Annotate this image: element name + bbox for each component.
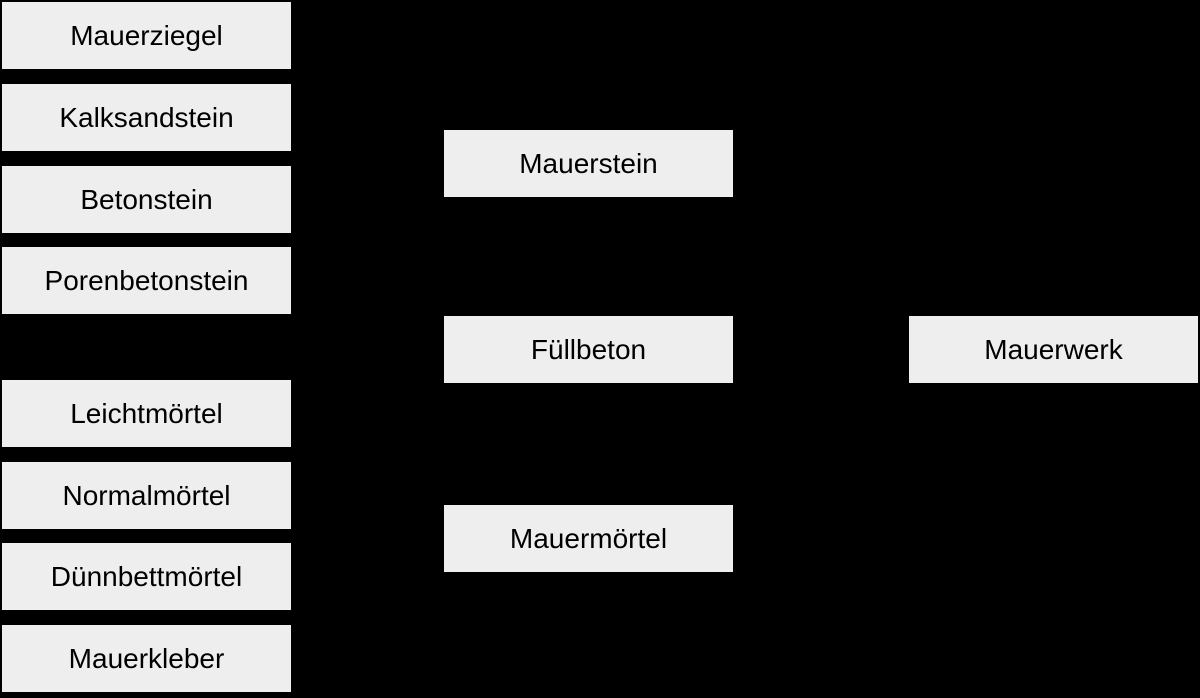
node-label: Leichtmörtel	[70, 397, 223, 429]
node-label: Normalmörtel	[62, 479, 231, 511]
node-label: Dünnbettmörtel	[50, 560, 243, 592]
node-kalksandstein: Kalksandstein	[2, 84, 291, 151]
node-mauerwerk: Mauerwerk	[909, 316, 1198, 383]
node-label: Mauerwerk	[984, 333, 1123, 365]
node-fuellbeton: Füllbeton	[444, 316, 733, 383]
node-duennbettmoertel: Dünnbettmörtel	[2, 543, 291, 610]
node-label: Porenbetonstein	[44, 264, 249, 296]
node-label: Mauerziegel	[70, 19, 223, 51]
node-label: Betonstein	[80, 183, 213, 215]
node-label: Mauermörtel	[509, 522, 668, 554]
node-normalmoertel: Normalmörtel	[2, 462, 291, 529]
node-betonstein: Betonstein	[2, 166, 291, 233]
node-label: Füllbeton	[530, 333, 647, 365]
node-label: Mauerkleber	[68, 642, 225, 674]
node-mauerstein: Mauerstein	[444, 130, 733, 197]
node-leichtmoertel: Leichtmörtel	[2, 380, 291, 447]
node-mauermoertel: Mauermörtel	[444, 505, 733, 572]
node-mauerkleber: Mauerkleber	[2, 625, 291, 692]
node-porenbetonstein: Porenbetonstein	[2, 247, 291, 314]
node-label: Kalksandstein	[59, 101, 234, 133]
node-label: Mauerstein	[519, 147, 658, 179]
node-mauerziegel: Mauerziegel	[2, 2, 291, 69]
